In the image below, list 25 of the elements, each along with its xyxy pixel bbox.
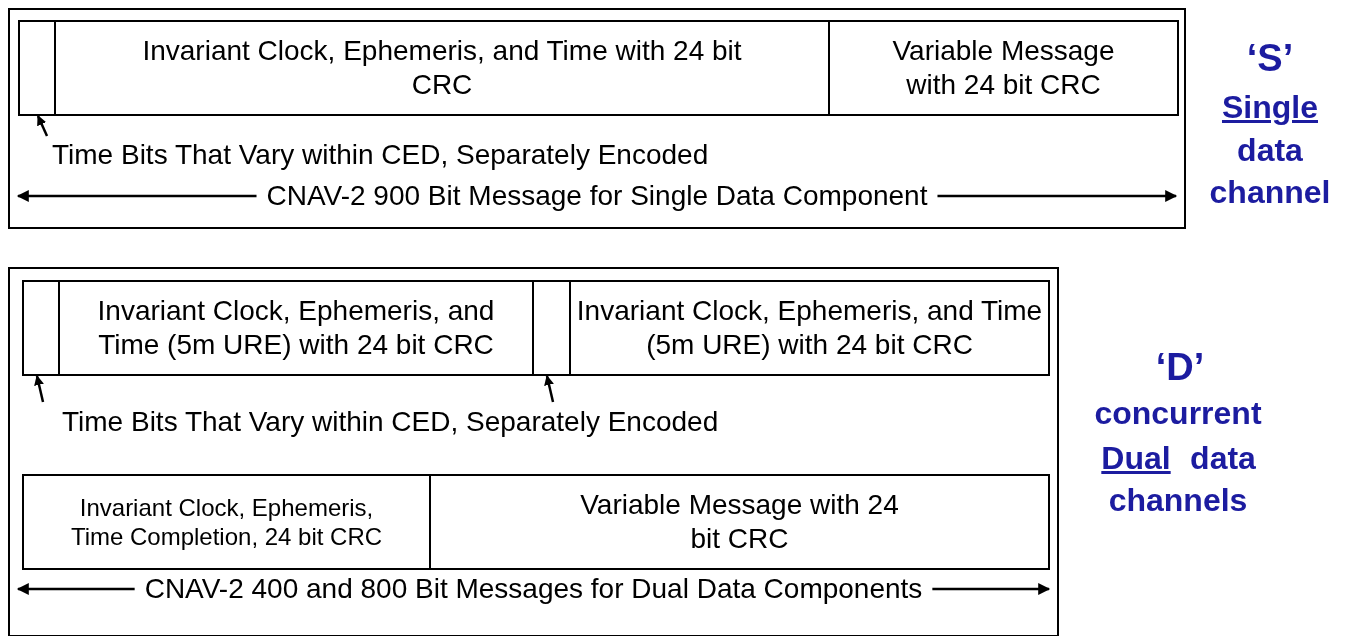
- empty-field: [18, 20, 56, 116]
- message-field: Invariant Clock, Ephemeris, and Time (5m URE) with 24 bit CRC: [569, 280, 1050, 376]
- leader-note: Time Bits That Vary within CED, Separately Encoded: [46, 138, 836, 172]
- message-field: Invariant Clock, Ephemeris, and Time with 24 bit CRC: [54, 20, 830, 116]
- leader-arrow: [36, 115, 49, 137]
- message-field: Variable Message with 24 bit CRC: [828, 20, 1179, 116]
- message-frame: [8, 267, 1059, 636]
- channel-label: data: [1190, 440, 1256, 476]
- channel-label: channel: [1209, 174, 1331, 210]
- leader-note: Time Bits That Vary within CED, Separately Encoded: [38, 404, 838, 440]
- message-frame: [8, 8, 1186, 229]
- message-field: Variable Message with 24 bit CRC: [429, 474, 1050, 570]
- channel-label: Dual: [1101, 440, 1171, 476]
- leader-arrow: [544, 375, 555, 403]
- channel-label: data: [1237, 132, 1303, 168]
- channel-label: ‘S’: [1246, 40, 1294, 76]
- leader-arrow: [34, 375, 45, 403]
- empty-field: [532, 280, 571, 376]
- message-field: Invariant Clock, Ephemeris, and Time (5m URE) with 24 bit CRC: [58, 280, 534, 376]
- channel-label: channels: [1108, 482, 1248, 518]
- channel-label: Single: [1222, 89, 1318, 125]
- empty-field: [22, 280, 60, 376]
- message-field: Invariant Clock, Ephemeris, Time Completion, 24 bit CRC: [22, 474, 431, 570]
- channel-label: ‘D’: [1155, 349, 1205, 385]
- channel-label: concurrent: [1094, 395, 1262, 431]
